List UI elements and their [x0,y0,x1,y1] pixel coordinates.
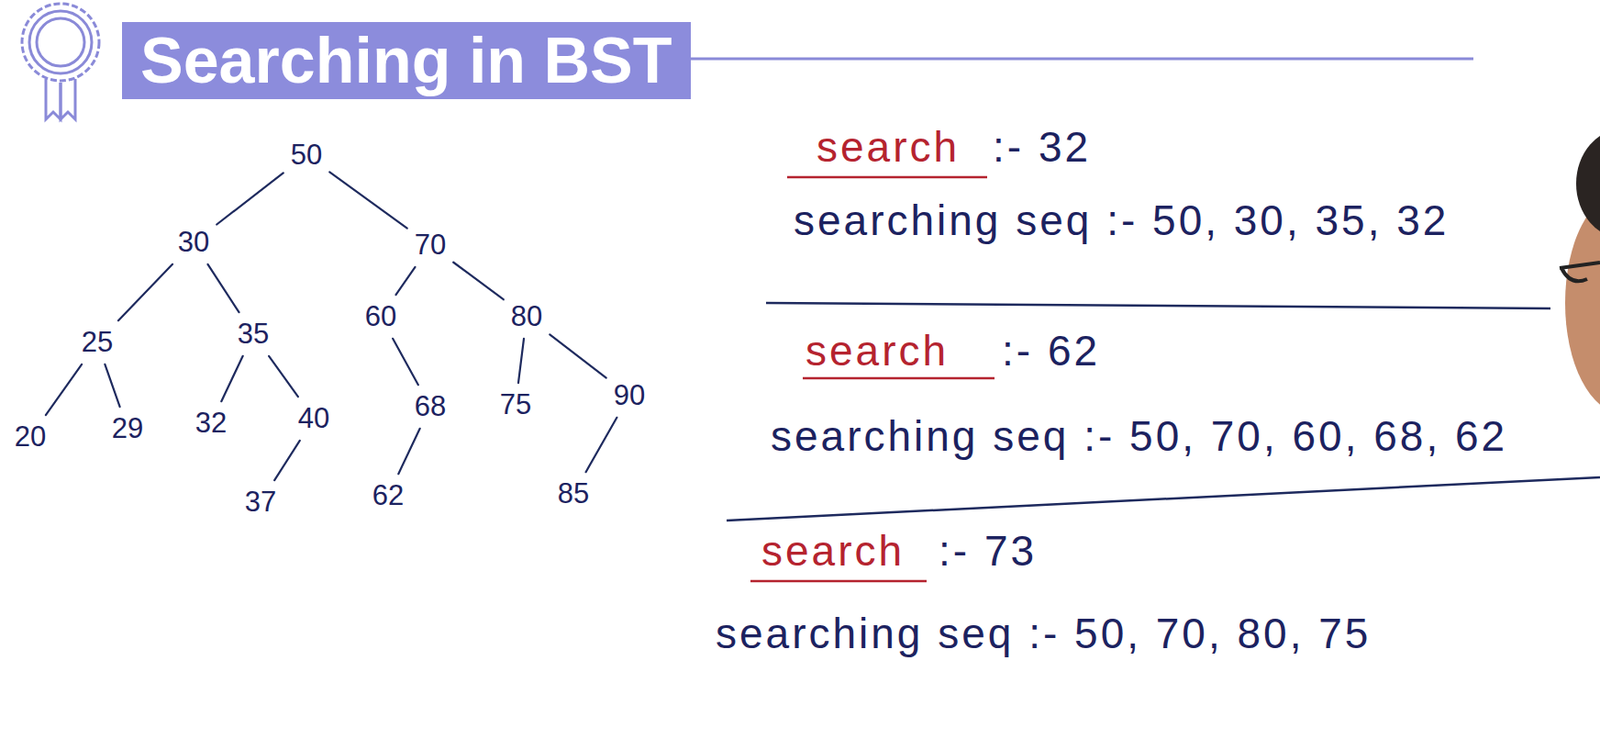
red-underline [750,579,927,583]
search-sequence: searching seq :- 50, 70, 60, 68, 62 [770,411,1508,461]
separator-line [726,477,1600,521]
title-rule [642,57,1474,61]
tree-edge [392,338,419,385]
tree-node: 75 [496,386,535,423]
node-value: 25 [81,325,113,359]
tree-edge [518,338,524,383]
presenter-hair [1576,128,1600,239]
node-value: 40 [298,401,330,435]
tree-node: 30 [174,223,213,261]
tree-node: 60 [361,298,400,335]
tree-edge [274,440,300,480]
tree-edge [221,355,243,401]
title-bar: Searching in BST [122,22,691,100]
node-value: 30 [177,225,210,259]
tree-edge [268,355,299,397]
tree-edge [329,171,408,228]
tree-edge [118,264,173,321]
node-value: 75 [500,388,532,422]
node-value: 35 [237,317,269,351]
node-value: 90 [613,378,645,412]
red-underline [787,176,988,179]
badge-ribbon [45,78,61,120]
node-value: 32 [195,406,227,440]
tree-node: 90 [610,377,649,414]
tree-node: 50 [287,136,326,174]
node-value: 20 [14,420,46,454]
search-key: :- 73 [938,526,1037,576]
tree-edge [45,364,82,415]
red-underline [802,377,995,380]
badge-outer-ring [22,3,100,81]
tree-edge [207,264,239,312]
presenter-glasses [1559,262,1600,281]
search-keyword: search [816,122,960,172]
badge-ribbon [60,78,76,120]
search-keyword: search [805,326,949,376]
tree-node: 25 [77,323,117,361]
node-value: 80 [511,300,543,334]
node-value: 70 [414,228,446,262]
tree-node: 20 [11,418,50,456]
node-value: 50 [290,138,323,172]
node-value: 85 [557,477,589,511]
tree-node: 80 [507,298,546,335]
tree-edge [586,417,618,472]
tree-edge [216,172,284,224]
node-value: 37 [244,485,277,519]
badge-icon [22,3,100,120]
tree-edge [104,364,120,407]
search-key: :- 32 [992,122,1091,172]
tree-node: 85 [554,475,593,512]
separator-line [766,302,1551,309]
tree-node: 68 [411,388,450,425]
tree-edge [398,428,420,474]
search-keyword: search [761,526,905,576]
tree-edge [453,262,504,300]
tree-edge [549,333,607,378]
search-key: :- 62 [1001,326,1100,376]
node-value: 60 [365,300,397,334]
tree-edge [395,266,415,295]
search-sequence: searching seq :- 50, 70, 80, 75 [715,609,1371,658]
tree-node: 62 [368,477,408,514]
node-value: 29 [111,411,144,445]
tree-node: 37 [241,483,280,521]
badge-ring [29,11,92,74]
tree-node: 29 [108,410,147,447]
badge-inner-ring [36,18,85,67]
tree-node: 70 [411,226,450,264]
presenter [1559,128,1600,413]
title-text: Searching in BST [140,24,673,97]
node-value: 62 [372,478,404,512]
search-sequence: searching seq :- 50, 30, 35, 32 [793,196,1449,245]
tree-node: 40 [294,400,334,437]
node-value: 68 [414,389,446,423]
tree-node: 32 [191,404,231,442]
tree-node: 35 [233,315,273,353]
